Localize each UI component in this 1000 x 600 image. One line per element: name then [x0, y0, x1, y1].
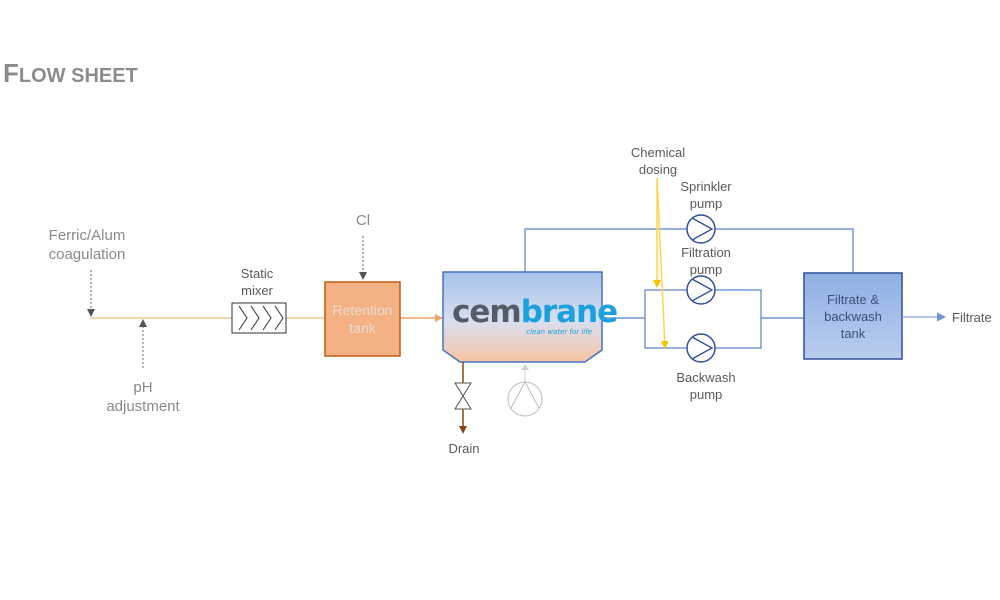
retention-tank: [324, 281, 401, 357]
sprinkler-pump: [686, 214, 716, 244]
drain-label: Drain: [448, 441, 480, 456]
air-blower: [507, 364, 543, 417]
static-mixer: [231, 302, 287, 334]
static-mixer-label: Static mixer: [240, 266, 274, 298]
filtrate-backwash-tank: [803, 272, 903, 360]
page-title: Flow sheet: [3, 58, 138, 89]
filtrate-label: Filtrate: [952, 310, 992, 325]
filtration-pump-label: Filtration pump: [681, 245, 731, 277]
chemical-dosing-line-2: [656, 177, 669, 349]
chemical-dosing-label: Chemical dosing: [630, 145, 686, 177]
logo-part1: cem: [452, 294, 522, 330]
membrane-tank: [442, 271, 603, 363]
drain-valve: [454, 382, 472, 410]
title-initial: F: [3, 58, 19, 88]
logo-tagline: clean water for life: [526, 328, 592, 336]
backwash-pump: [686, 333, 716, 363]
filtration-pump: [686, 275, 716, 305]
cl-label: Cl: [355, 212, 371, 229]
backwash-pump-label: Backwash pump: [676, 370, 736, 402]
title-rest: low sheet: [18, 65, 138, 87]
filtrate-tank-label: Filtrate & backwash tank: [824, 291, 882, 341]
ph-adjustment-label: pH adjustment: [106, 379, 180, 415]
ferric-alum-label: Ferric/Alum coagulation: [48, 227, 126, 263]
logo-part2: brane: [520, 294, 618, 330]
cembrane-logo: cembrane clean water for life: [452, 294, 618, 337]
sprinkler-pump-label: Sprinkler pump: [680, 179, 732, 211]
